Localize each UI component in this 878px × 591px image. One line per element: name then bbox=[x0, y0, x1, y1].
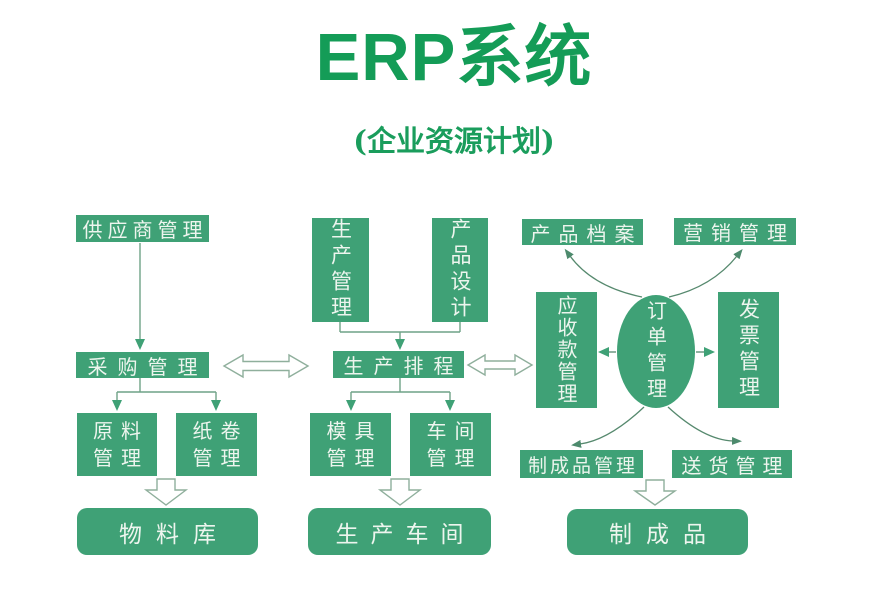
node-delivery-mgmt: 送货管理 bbox=[672, 450, 792, 478]
arrow-production-to-scheduling bbox=[339, 322, 461, 350]
arrow-order-to-archive bbox=[564, 248, 643, 298]
block-arrow-to-material-warehouse bbox=[143, 478, 189, 506]
node-finished-product-mgmt: 制成品管理 bbox=[520, 450, 643, 478]
arrow-order-to-marketing bbox=[668, 248, 743, 298]
node-material-warehouse: 物料库 bbox=[77, 508, 258, 555]
node-invoice-mgmt: 发票管理 bbox=[718, 292, 779, 408]
node-finished-products: 制成品 bbox=[567, 509, 748, 555]
node-order-mgmt: 订单管理 bbox=[617, 295, 695, 408]
label-line2: 管理 bbox=[426, 445, 483, 470]
label-line2: 管理 bbox=[326, 445, 383, 470]
arrow-purchase-to-materials bbox=[112, 378, 221, 411]
node-product-design: 产品设计 bbox=[432, 218, 488, 322]
label-line1: 原料 bbox=[93, 418, 149, 443]
page-title: ERP系统 bbox=[315, 20, 593, 95]
node-label: 原料 管理 bbox=[85, 418, 149, 472]
block-arrow-to-finished-products bbox=[632, 479, 678, 506]
arrow-order-to-delivery bbox=[667, 406, 742, 445]
node-label: 车间 管理 bbox=[419, 418, 483, 472]
node-receivables-mgmt: 应收款管理 bbox=[536, 292, 597, 408]
node-production-workshop: 生产车间 bbox=[308, 508, 491, 555]
label-line1: 车间 bbox=[426, 418, 483, 443]
label-line2: 管理 bbox=[93, 445, 149, 470]
double-arrow-purchase-scheduling bbox=[222, 353, 310, 379]
label-line2: 管理 bbox=[192, 445, 249, 470]
node-supplier-mgmt: 供应商管理 bbox=[76, 215, 209, 242]
node-product-archive: 产品档案 bbox=[522, 219, 643, 246]
page-subtitle: (企业资源计划) bbox=[353, 124, 555, 158]
block-arrow-to-production-workshop bbox=[377, 478, 423, 506]
label-line1: 模具 bbox=[326, 418, 383, 443]
node-purchase-mgmt: 采购管理 bbox=[76, 352, 209, 379]
arrow-scheduling-to-workshops bbox=[346, 378, 455, 411]
node-label: 模具 管理 bbox=[319, 418, 383, 472]
node-raw-material-mgmt: 原料 管理 bbox=[77, 413, 157, 476]
node-label: 纸卷 管理 bbox=[185, 418, 249, 472]
label-line1: 纸卷 bbox=[192, 418, 249, 443]
node-workshop-mgmt: 车间 管理 bbox=[410, 413, 491, 476]
node-paper-roll-mgmt: 纸卷 管理 bbox=[176, 413, 257, 476]
arrow-order-to-finished-mgmt bbox=[571, 406, 645, 448]
node-mold-mgmt: 模具 管理 bbox=[310, 413, 391, 476]
node-production-scheduling: 生产排程 bbox=[333, 351, 464, 378]
node-production-mgmt: 生产管理 bbox=[312, 218, 369, 322]
hollow-block-arrows bbox=[143, 478, 678, 506]
node-marketing-mgmt: 营销管理 bbox=[674, 218, 796, 245]
double-arrow-scheduling-receivables bbox=[466, 353, 534, 377]
